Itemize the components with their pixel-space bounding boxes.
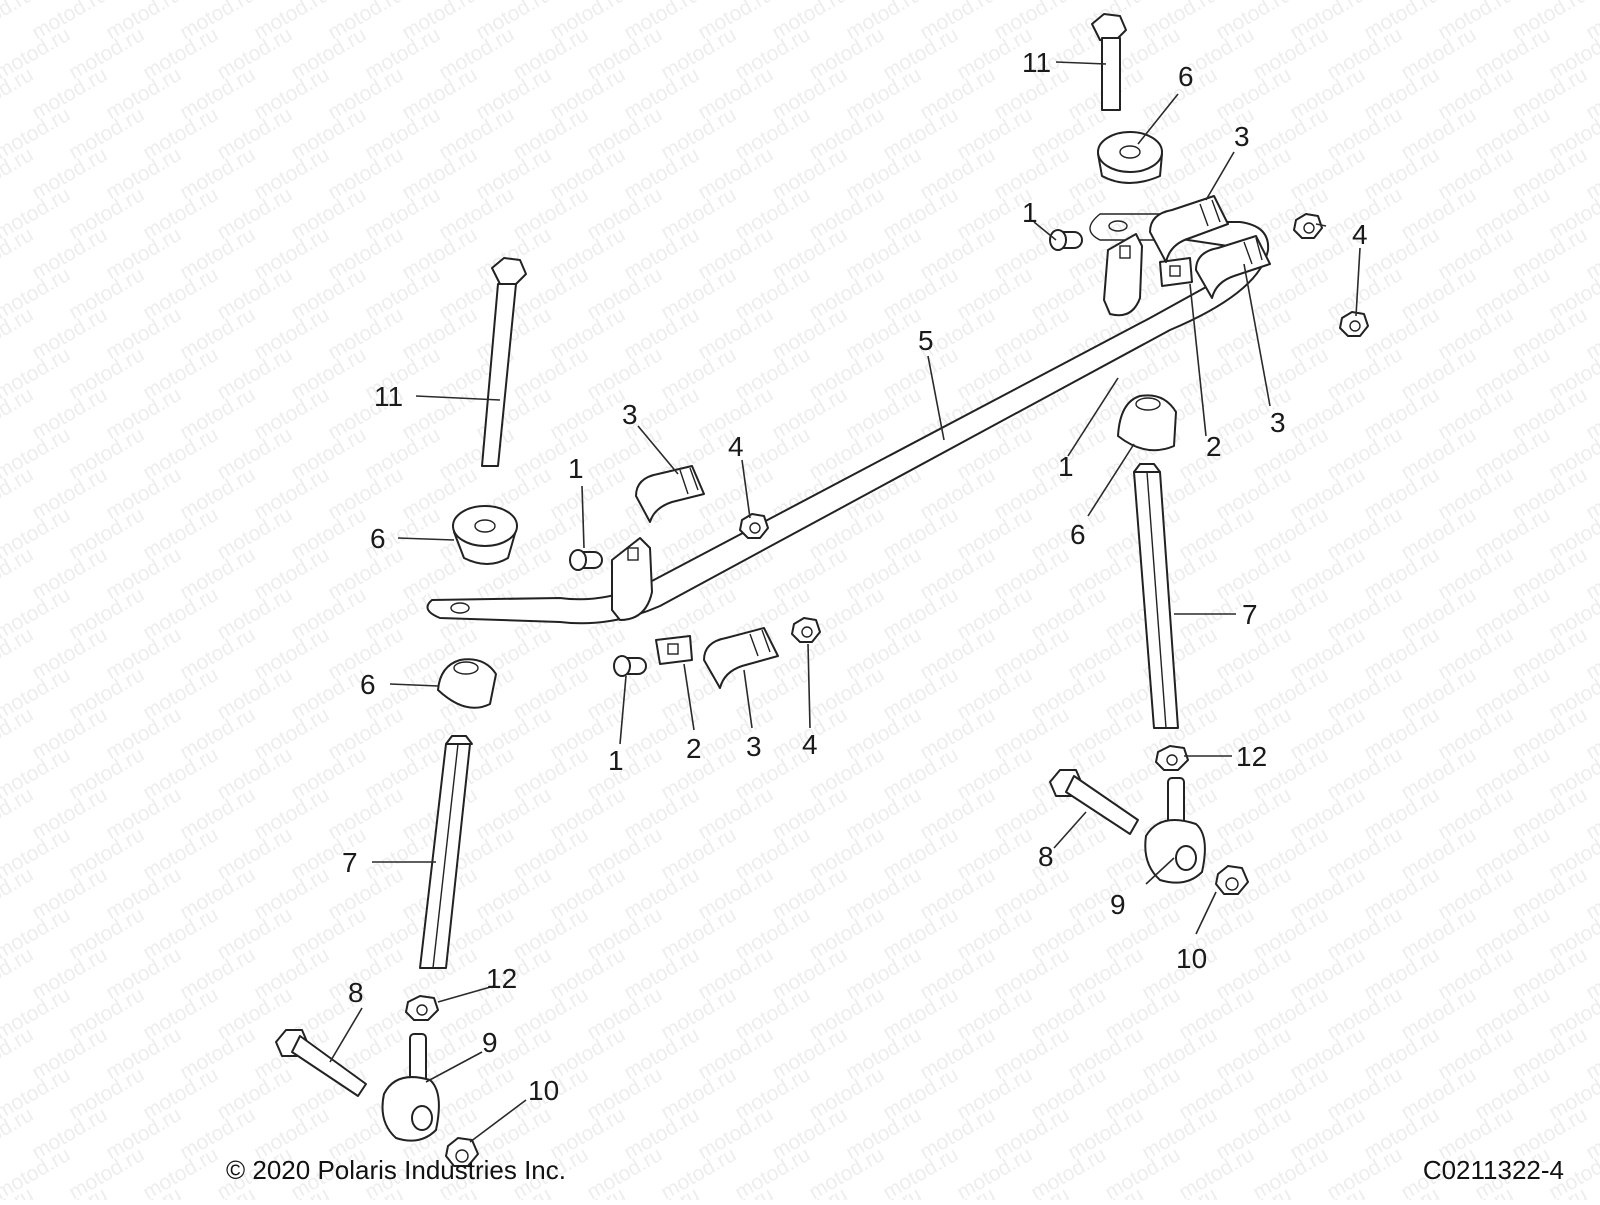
- nut-4-lower-left: [792, 618, 820, 642]
- callout-7-left: 7: [342, 847, 358, 878]
- nut-4-upper-left: [740, 514, 768, 538]
- callout-2-left: 2: [686, 733, 702, 764]
- callout-6-lower-left: 6: [360, 669, 376, 700]
- bushing-6-upper-left: [453, 506, 517, 564]
- copyright-notice: © 2020 Polaris Industries Inc.: [226, 1155, 566, 1186]
- callout-3-upper-left: 3: [622, 399, 638, 430]
- clip-lower-left: [704, 628, 778, 688]
- callout-9-right: 9: [1110, 889, 1126, 920]
- nut-12-left: [406, 996, 438, 1020]
- callout-6-mid-right: 6: [1070, 519, 1086, 550]
- nut-4-top-right: [1294, 214, 1322, 238]
- bushing-6-top-right: [1098, 132, 1162, 183]
- callout-10-left: 10: [528, 1075, 559, 1106]
- callout-1-upper-right: 1: [1022, 197, 1038, 228]
- diagram-code: C0211322-4: [1423, 1155, 1564, 1186]
- callout-4-top-right: 4: [1352, 219, 1368, 250]
- callout-11-left: 11: [374, 381, 403, 412]
- callout-3-mid-right: 3: [1270, 407, 1286, 438]
- callout-8-left: 8: [348, 977, 364, 1008]
- callout-8-right: 8: [1038, 841, 1054, 872]
- callout-3-lower-left: 3: [746, 731, 762, 762]
- callout-1-upper-left: 1: [568, 453, 584, 484]
- nut-4-right: [1340, 312, 1368, 336]
- callout-4-lower-left: 4: [802, 729, 818, 760]
- callout-5-stabilizer-bar: 5: [918, 325, 934, 356]
- callout-1-lower-left: 1: [608, 745, 624, 776]
- callout-10-right: 10: [1176, 943, 1207, 974]
- callout-12-right: 12: [1236, 741, 1267, 772]
- callout-2-right: 2: [1206, 431, 1222, 462]
- pin-lower-left: [614, 656, 646, 676]
- callout-3-top-right: 3: [1234, 121, 1250, 152]
- callout-1-mid-right: 1: [1058, 451, 1074, 482]
- callout-11-top: 11: [1022, 47, 1051, 78]
- nut-12-right: [1156, 746, 1188, 770]
- clip-upper-left: [636, 466, 704, 522]
- callout-9-left: 9: [482, 1027, 498, 1058]
- callout-6-top: 6: [1178, 61, 1194, 92]
- callout-7-right: 7: [1242, 599, 1258, 630]
- callout-6-upper-left: 6: [370, 523, 386, 554]
- callout-4-upper-left: 4: [728, 431, 744, 462]
- callout-12-left: 12: [486, 963, 517, 994]
- pin-upper-left: [570, 550, 602, 570]
